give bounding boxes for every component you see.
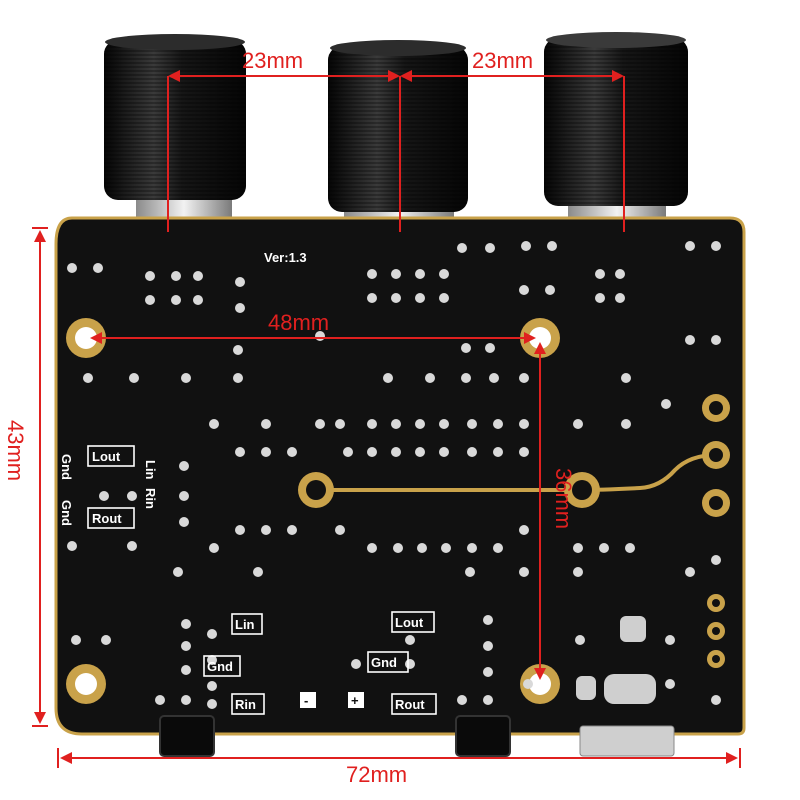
pcb-board [54, 216, 746, 736]
left-jack-lin: Lin [235, 617, 255, 632]
right-jack-gnd: Gnd [371, 655, 397, 670]
power-plus-box [348, 692, 364, 708]
right-jack-rout: Rout [395, 697, 425, 712]
gold-trace [298, 394, 730, 668]
solder-pads [67, 241, 721, 709]
dimension-knob-spacing-left: 23mm [242, 48, 303, 73]
audio-jack-right [455, 715, 511, 757]
knob-left [104, 34, 246, 220]
right-jack-rout-box [391, 693, 437, 715]
dimension-hole-spacing-horizontal: 48mm [268, 310, 329, 335]
left-jack-gnd-box [203, 655, 241, 677]
dimension-board-width: 72mm [346, 762, 407, 787]
mounting-holes [66, 318, 560, 704]
left-jack-rin-box [231, 693, 265, 715]
audio-jack-left [159, 715, 215, 757]
power-minus-label: - [304, 693, 308, 708]
regulator-pads [576, 616, 656, 704]
dimension-board-height: 43mm [3, 420, 28, 481]
power-connector [579, 725, 675, 757]
right-jack-gnd-box [367, 651, 409, 673]
left-header-rout: Rout [92, 511, 122, 526]
left-jack-lin-box [231, 613, 263, 635]
left-header-rout-box [87, 507, 135, 529]
right-jack-lout: Lout [395, 615, 424, 630]
knob-right [544, 32, 688, 224]
knob-center [328, 40, 468, 224]
left-header-lout: Lout [92, 449, 121, 464]
left-header-lout-box [87, 445, 135, 467]
version-label: Ver:1.3 [264, 250, 307, 265]
left-jack-gnd: Gnd [207, 659, 233, 674]
power-plus-label: + [351, 693, 359, 708]
left-header-lin: Lin [143, 460, 158, 480]
left-header-rin: Rin [143, 488, 158, 509]
power-minus-box [300, 692, 316, 708]
dimension-lines [32, 75, 741, 768]
left-header-gnd-bottom: Gnd [59, 500, 74, 526]
dimension-hole-spacing-vertical: 36mm [551, 468, 576, 529]
dimension-arrowheads [34, 70, 738, 764]
right-jack-lout-box [391, 611, 435, 633]
left-header-gnd-top: Gnd [59, 454, 74, 480]
dimension-knob-spacing-right: 23mm [472, 48, 533, 73]
left-jack-rin: Rin [235, 697, 256, 712]
